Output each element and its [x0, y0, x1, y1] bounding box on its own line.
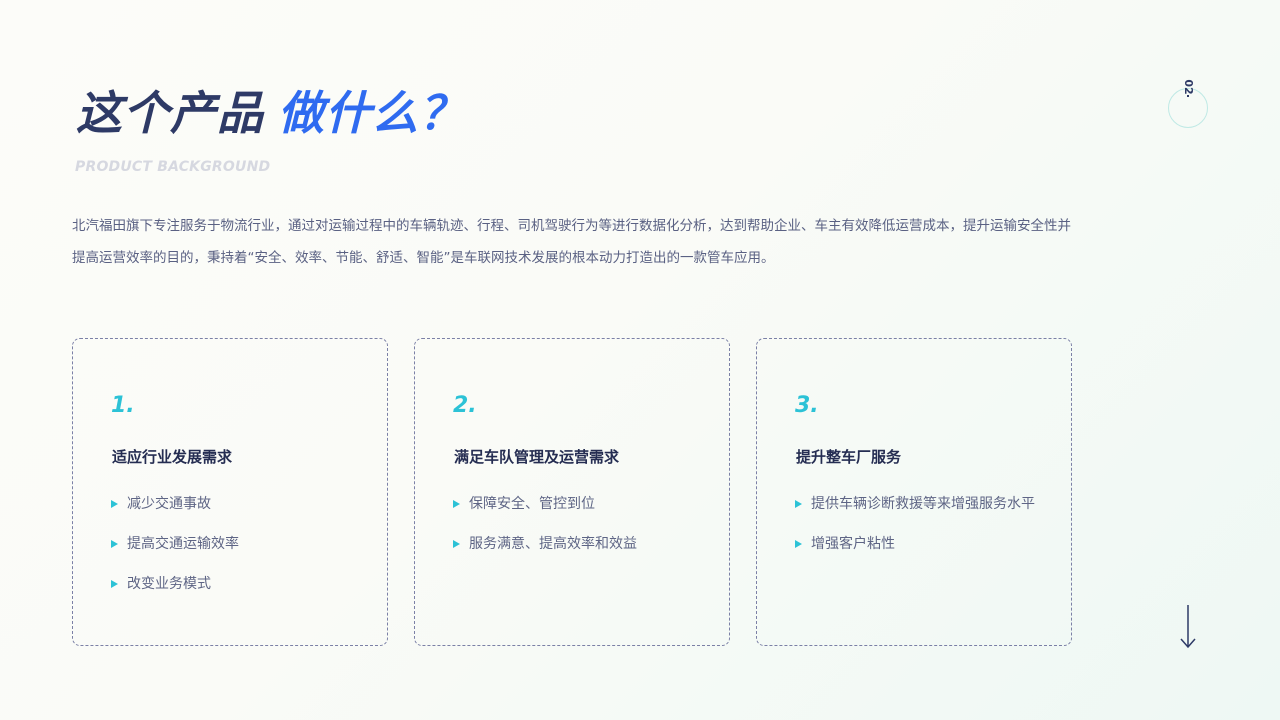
card-list: 提供车辆诊断救援等来增强服务水平 增强客户粘性: [795, 493, 1035, 573]
card-number: 1.: [111, 393, 135, 418]
feature-card-2: 2. 满足车队管理及运营需求 保障安全、管控到位 服务满意、提高效率和效益: [414, 338, 730, 646]
list-item: 改变业务模式: [111, 573, 239, 613]
card-title: 提升整车厂服务: [796, 448, 902, 466]
list-item: 保障安全、管控到位: [453, 493, 637, 533]
list-item-label: 改变业务模式: [127, 576, 211, 592]
list-item-label: 提供车辆诊断救援等来增强服务水平: [811, 496, 1035, 512]
page-dot: [1187, 95, 1189, 97]
card-number: 3.: [795, 393, 819, 418]
triangle-bullet-icon: [111, 580, 118, 588]
card-title: 适应行业发展需求: [112, 448, 233, 466]
title-accent: 做什么？: [278, 86, 466, 140]
triangle-bullet-icon: [795, 540, 802, 548]
title-main: 这个产品: [76, 86, 264, 140]
card-number: 2.: [453, 393, 477, 418]
page-subtitle: PRODUCT BACKGROUND: [75, 159, 271, 175]
page-title: 这个产品做什么？: [76, 82, 466, 144]
product-description: 北汽福田旗下专注服务于物流行业，通过对运输过程中的车辆轨迹、行程、司机驾驶行为等…: [72, 218, 1071, 266]
triangle-bullet-icon: [453, 500, 460, 508]
card-title: 满足车队管理及运营需求: [454, 448, 620, 466]
triangle-bullet-icon: [795, 500, 802, 508]
triangle-bullet-icon: [111, 500, 118, 508]
list-item-label: 减少交通事故: [127, 496, 211, 512]
feature-card-1: 1. 适应行业发展需求 减少交通事故 提高交通运输效率 改变业务模式: [72, 338, 388, 646]
list-item: 增强客户粘性: [795, 533, 1035, 573]
list-item: 服务满意、提高效率和效益: [453, 533, 637, 573]
feature-card-3: 3. 提升整车厂服务 提供车辆诊断救援等来增强服务水平 增强客户粘性: [756, 338, 1072, 646]
list-item: 提高交通运输效率: [111, 533, 239, 573]
list-item-label: 服务满意、提高效率和效益: [469, 536, 637, 552]
down-arrow-icon[interactable]: [1178, 604, 1198, 650]
page-badge-circle: [1168, 88, 1208, 128]
list-item-label: 增强客户粘性: [811, 536, 895, 552]
card-list: 减少交通事故 提高交通运输效率 改变业务模式: [111, 493, 239, 613]
card-list: 保障安全、管控到位 服务满意、提高效率和效益: [453, 493, 637, 573]
triangle-bullet-icon: [111, 540, 118, 548]
list-item: 减少交通事故: [111, 493, 239, 533]
list-item: 提供车辆诊断救援等来增强服务水平: [795, 493, 1035, 533]
list-item-label: 提高交通运输效率: [127, 536, 239, 552]
triangle-bullet-icon: [453, 540, 460, 548]
list-item-label: 保障安全、管控到位: [469, 496, 595, 512]
